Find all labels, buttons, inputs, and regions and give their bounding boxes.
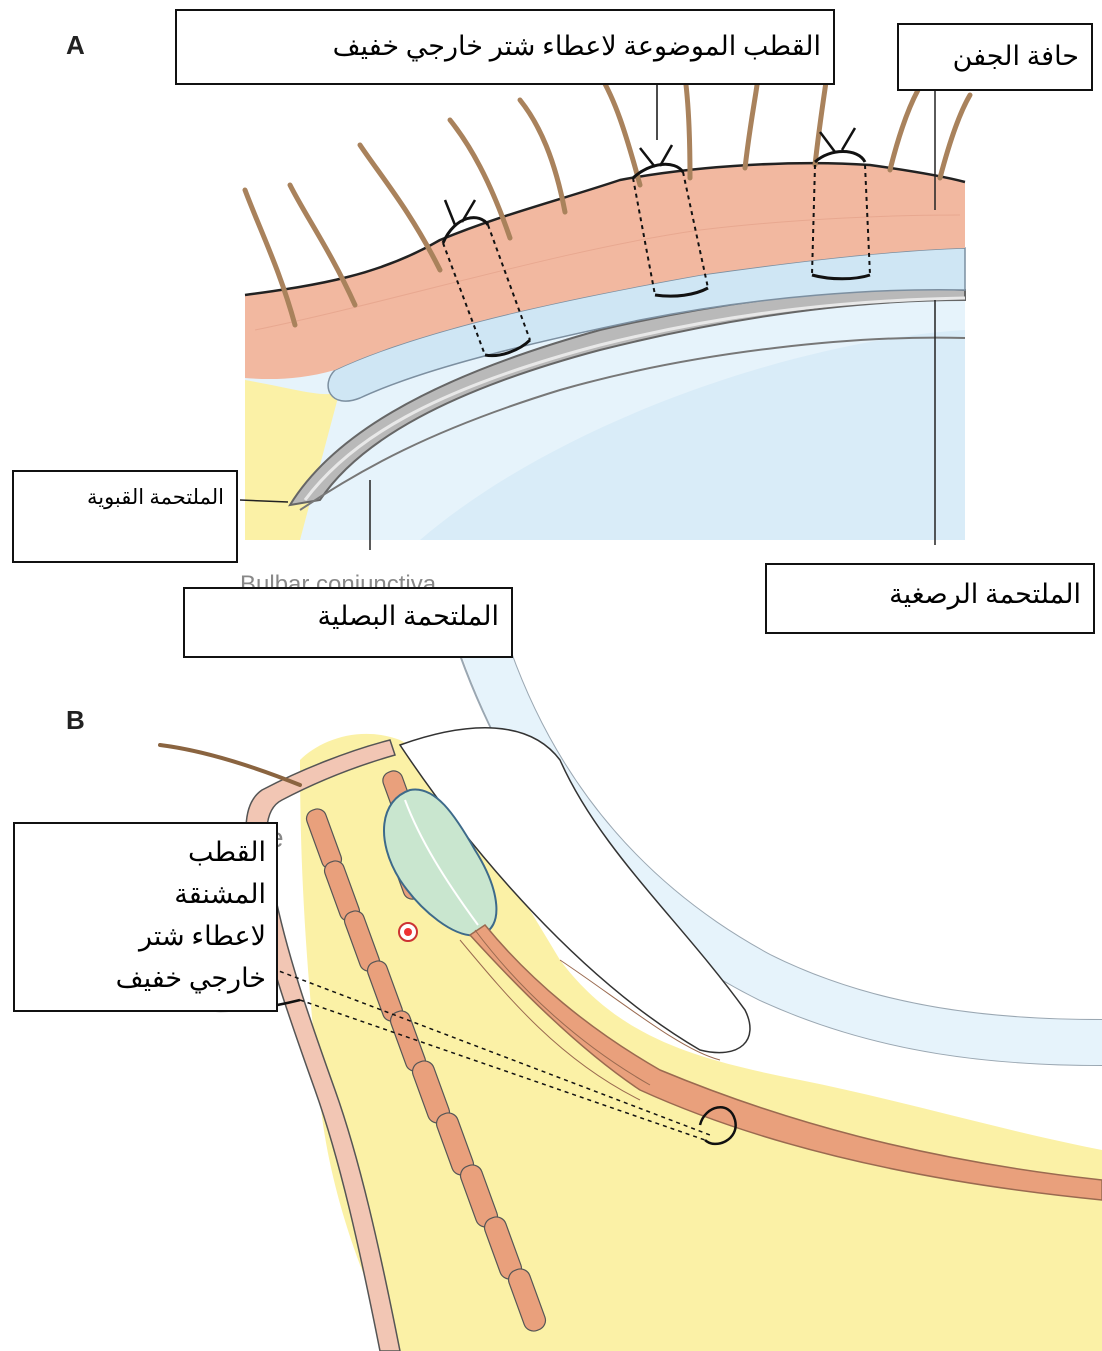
- panel-a-illustration: [240, 68, 970, 550]
- callout-sutures-top: القطب الموضوعة لاعطاء شتر خارجي خفيف: [175, 9, 835, 85]
- callout-tarsal-conjunctiva: الملتحمة الرصغية: [765, 563, 1095, 634]
- panel-b-illustration: [135, 650, 1102, 1351]
- panel-b-letter: B: [66, 705, 85, 736]
- callout-lid-margin: حافة الجفن: [897, 23, 1093, 91]
- callout-bulbar-conjunctiva: الملتحمة البصلية: [183, 587, 513, 658]
- callout-fornix-conjunctiva: الملتحمة القبوية: [12, 470, 238, 563]
- panel-a-letter: A: [66, 30, 85, 61]
- callout-mattress-sutures: القطب المشنقة لاعطاء شتر خارجي خفيف: [13, 822, 278, 1012]
